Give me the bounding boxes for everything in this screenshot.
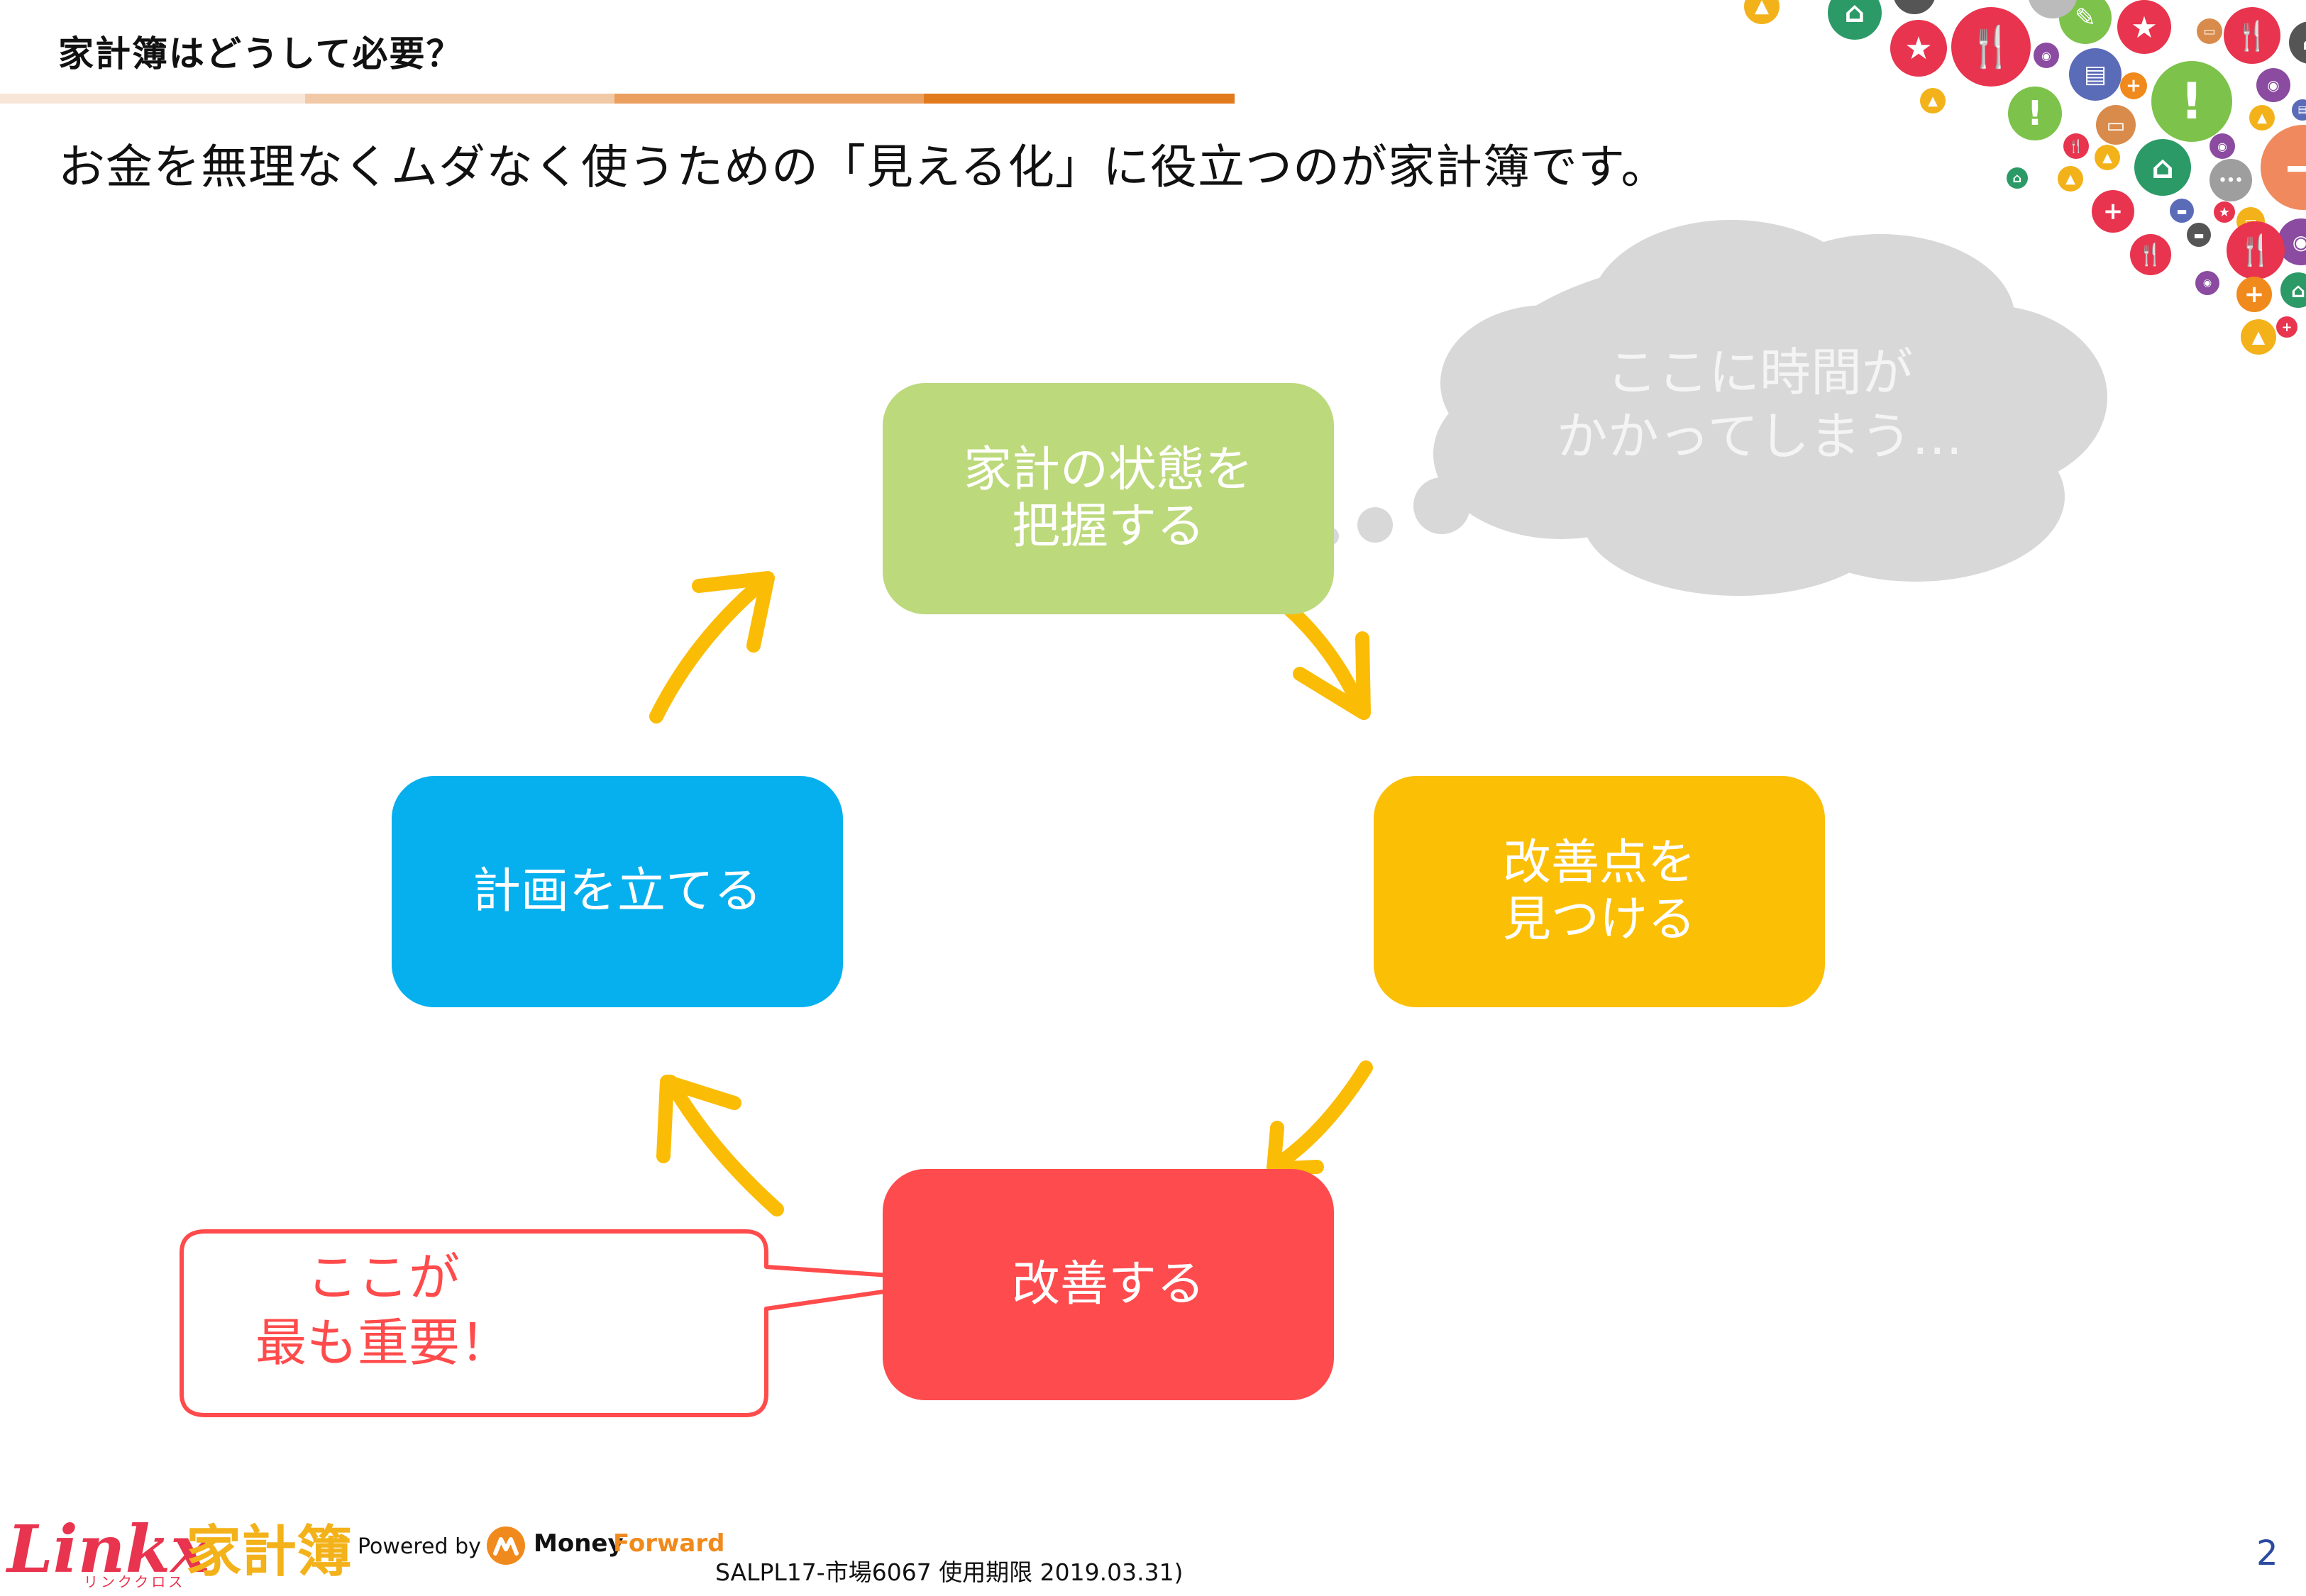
shirt-icon: ▲: [2058, 166, 2083, 192]
cycle-arrows: [649, 569, 1373, 1217]
thought-bubble-large: [1413, 477, 1470, 534]
more-icon: •••: [1893, 0, 1936, 14]
shirt-icon: ▲: [2249, 105, 2275, 131]
signal-icon: ◉: [2195, 271, 2219, 295]
step-grasp-label: 家計の状態を 把握する: [963, 442, 1253, 555]
linkx-logo: Linkx: [7, 1511, 210, 1587]
arrow-grasp-to-find-head: [1293, 631, 1371, 720]
step-improve-box: 改善する: [883, 1169, 1334, 1400]
signal-icon: ◉: [2210, 133, 2235, 159]
powered-by-text: Powered by: [358, 1534, 481, 1559]
step-improve-label: 改善する: [1011, 1256, 1205, 1312]
slide-title: 家計簿はどうして必要？: [58, 33, 463, 74]
medical-icon: +: [2092, 190, 2134, 233]
arrow-plan-to-grasp-head: [692, 571, 775, 653]
exclamation-icon: !: [2151, 61, 2232, 142]
step-plan-label: 計画を立てる: [472, 863, 762, 919]
star-icon: ★: [2117, 0, 2171, 54]
more-icon: •••: [2210, 159, 2252, 201]
house-icon: ⌂: [2280, 272, 2306, 308]
callout-bubble: [180, 1229, 964, 1417]
wallet-icon: ▭: [2197, 18, 2222, 44]
medical-icon: +: [2276, 316, 2297, 338]
step-grasp-box: 家計の状態を 把握する: [883, 383, 1334, 614]
car-icon: ▬: [2170, 199, 2194, 223]
slide-subtitle: お金を無理なくムダなく使うための「見える化」に役立つのが家計簿です。: [58, 140, 1669, 194]
star-icon: ★: [2214, 201, 2235, 223]
title-underline-segment-3: [614, 94, 924, 104]
book-icon: ▤: [2292, 99, 2306, 121]
thought-cloud-text: ここに時間が かかってしまう…: [1556, 343, 1963, 466]
car-icon: ▬: [2187, 223, 2211, 247]
plus-icon: +: [2120, 72, 2147, 99]
house-icon: ⌂: [2007, 167, 2028, 189]
fork-knife-icon: 🍴: [2063, 133, 2089, 159]
arrow-find-to-improve: [1267, 1060, 1373, 1174]
star-icon: ★: [1890, 20, 1947, 77]
arrow-improve-to-plan: [663, 1075, 784, 1217]
step-find-box: 改善点を 見つける: [1374, 776, 1825, 1007]
plus-icon: +: [2236, 277, 2272, 312]
callout-text: ここが 最も重要！: [255, 1248, 511, 1373]
thought-bubble-medium: [1357, 507, 1393, 543]
step-find-label: 改善点を 見つける: [1502, 835, 1696, 948]
money-forward-logo-forward: Forward: [613, 1529, 725, 1558]
step-plan-box: 計画を立てる: [392, 776, 843, 1007]
thought-cloud: [1433, 220, 2107, 596]
title-underline-segment-1: [0, 94, 305, 104]
shirt-icon: ▲: [2095, 145, 2120, 170]
title-underline-segment-2: [305, 94, 614, 104]
shirt-icon: ▲: [2241, 319, 2276, 355]
fork-knife-icon: 🍴: [2224, 7, 2280, 64]
book-icon: ▤: [2069, 48, 2122, 101]
shirt-icon: ▲: [1920, 88, 1946, 113]
house-icon: ⌂: [2134, 139, 2191, 196]
signal-icon: ◉: [2256, 68, 2290, 102]
money-forward-icon: [487, 1526, 525, 1565]
exclamation-icon: !: [2008, 87, 2062, 140]
linkx-logo-subtext: リンククロス: [84, 1573, 186, 1590]
fork-knife-icon: 🍴: [2227, 221, 2285, 279]
signal-icon: ◉: [2034, 43, 2059, 68]
title-underline-segment-4: [924, 94, 1235, 104]
money-forward-logo-money: Money: [534, 1529, 624, 1558]
page-number: 2: [2256, 1534, 2278, 1573]
wallet-icon: ▭: [2096, 105, 2136, 145]
arrow-improve-to-plan-head: [656, 1075, 741, 1163]
fork-knife-icon: 🍴: [2130, 234, 2171, 275]
fork-knife-icon: 🍴: [1951, 7, 2031, 87]
footer-code: SALPL17-市場6067 使用期限 2019.03.31): [715, 1558, 1184, 1586]
arrow-plan-to-grasp: [649, 573, 772, 724]
kakeibo-logo: 家計簿: [186, 1520, 353, 1584]
